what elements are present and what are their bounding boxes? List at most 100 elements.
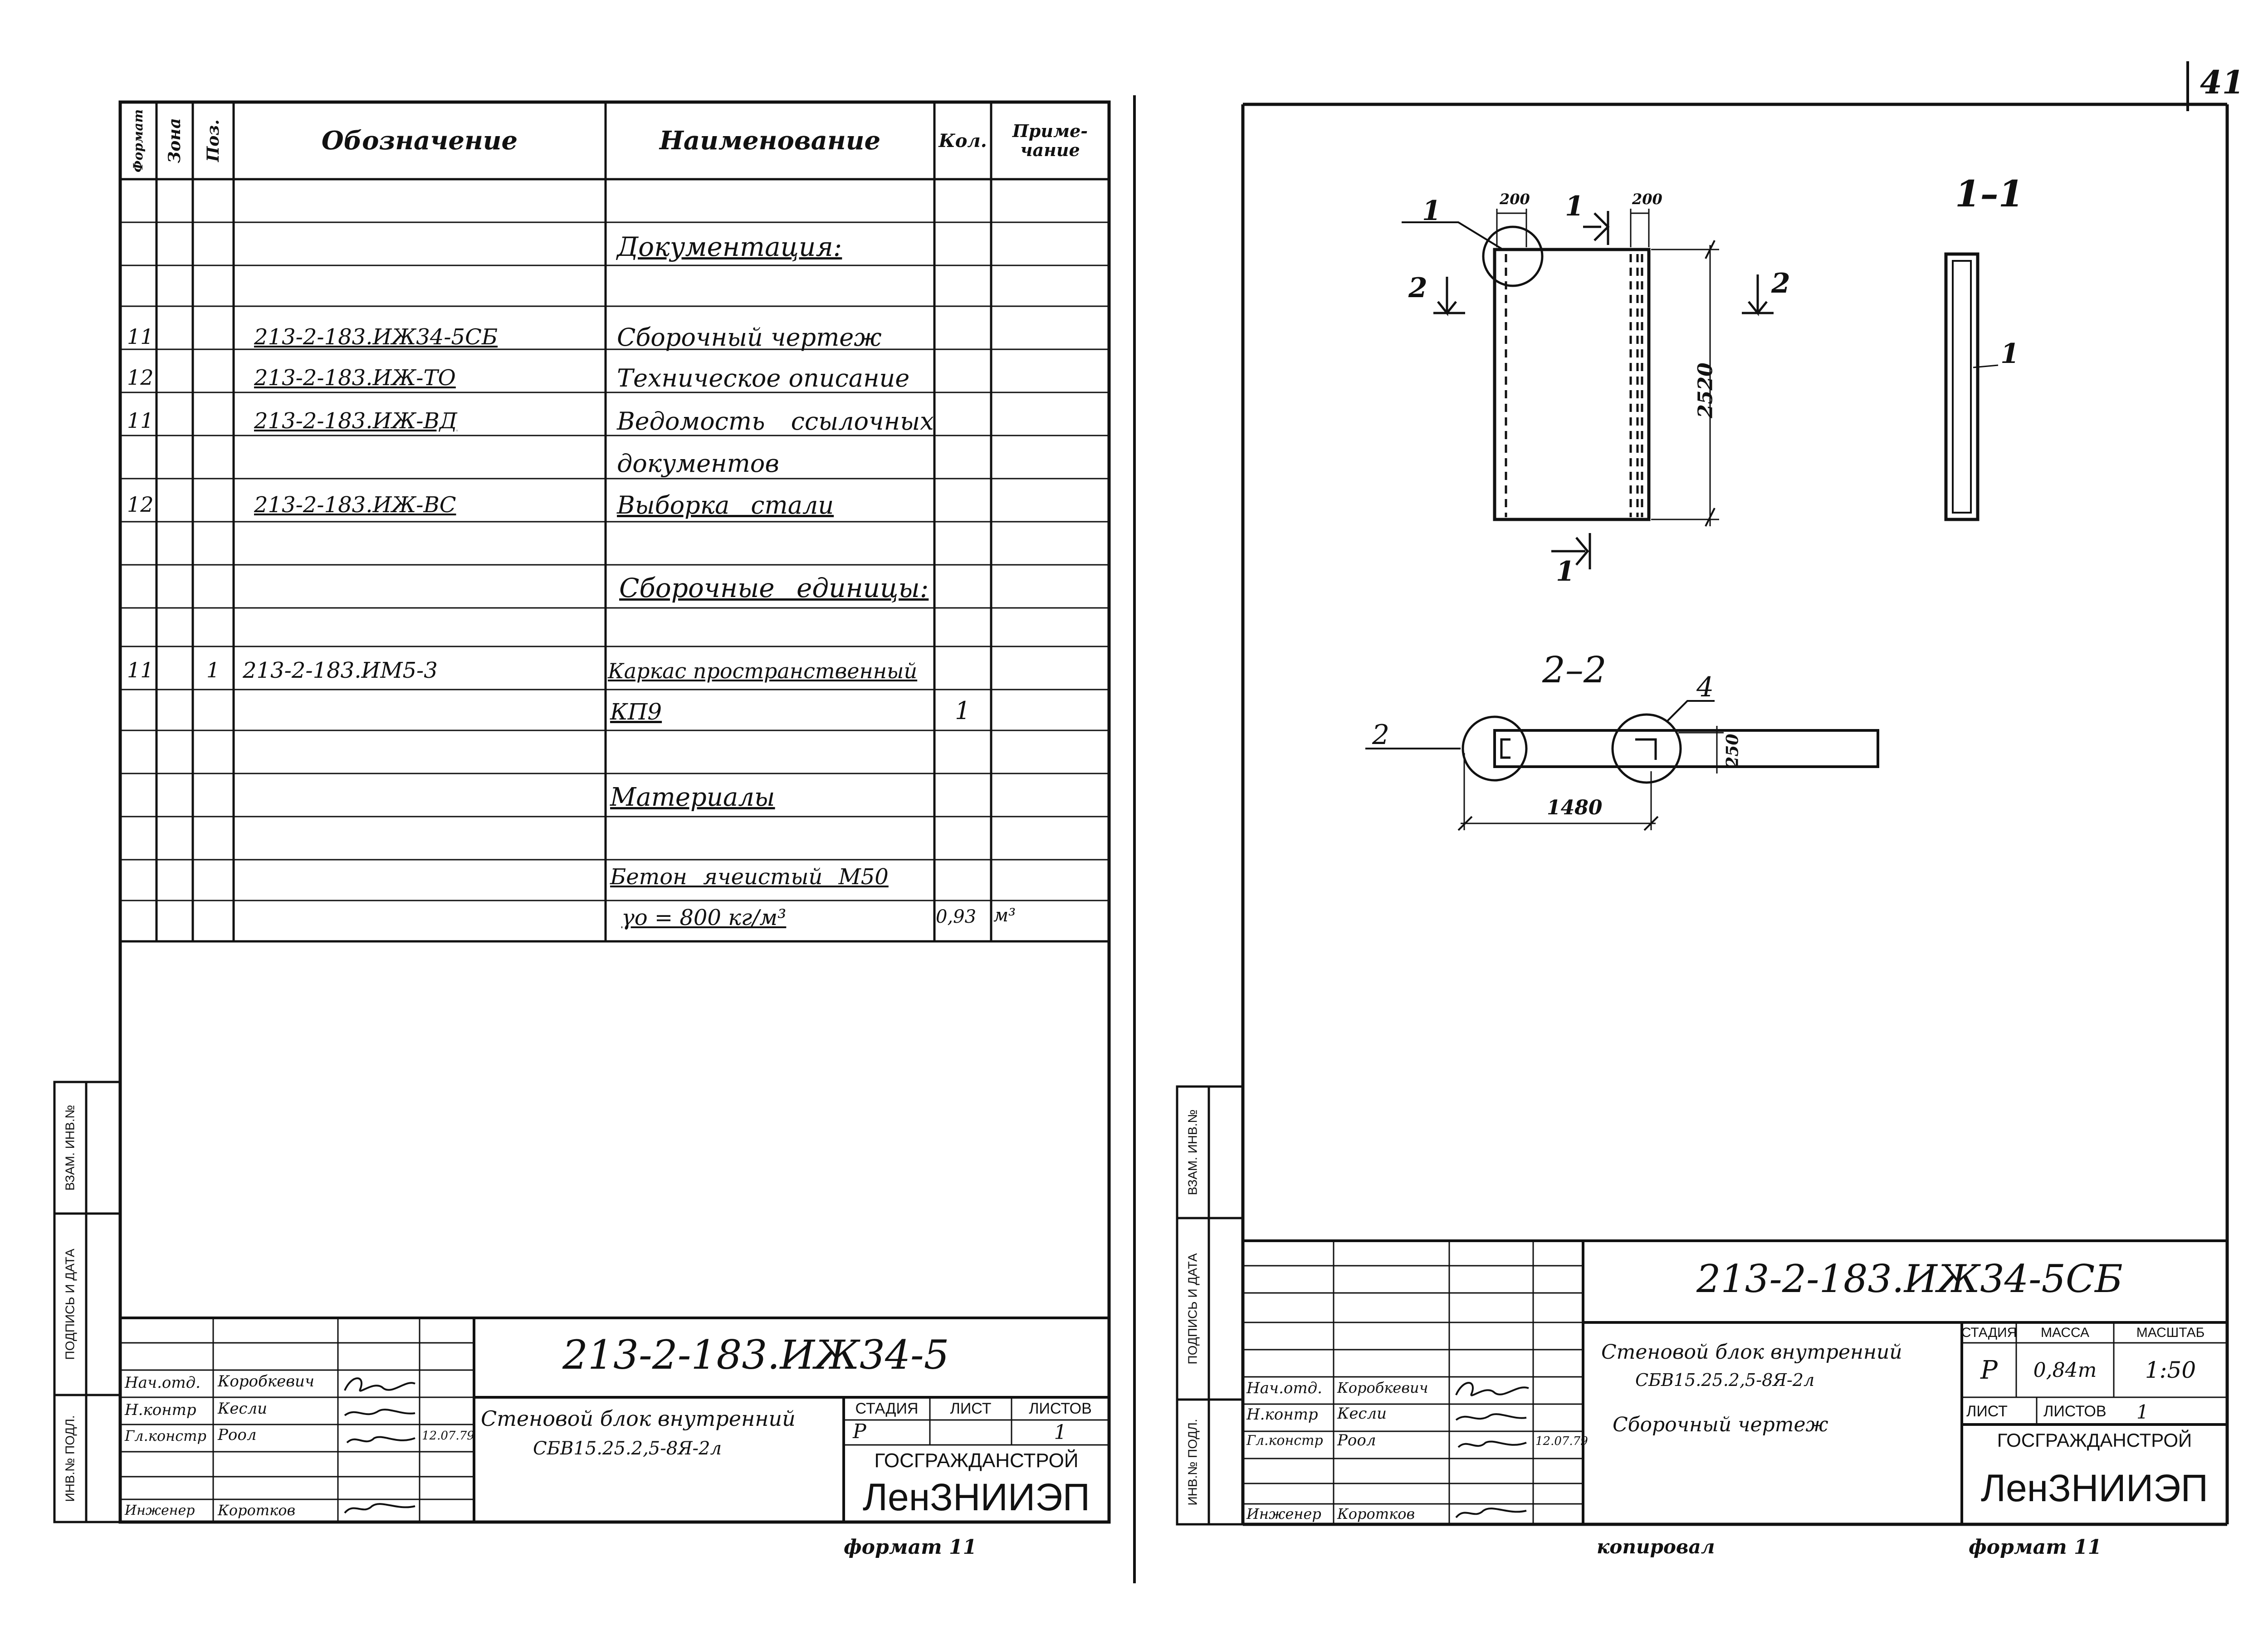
left-signer-name: Роол [218,1426,257,1444]
page-number-rule [2186,61,2189,111]
front-view-block [1493,248,1651,521]
row-format: 12 [127,492,154,517]
right-sheets-label: ЛИСТОВ [2043,1403,2107,1420]
row-name: Документация: [617,231,842,262]
header-note: Приме-чание [1012,121,1088,160]
left-signatures [344,1377,415,1514]
header-name: Наименование [659,126,881,156]
row-designation: 213-2-183.ИЖ34-5СБ [254,324,498,350]
dim-200-left: 200 [1500,191,1530,208]
dim-250: 250 [1723,734,1742,768]
right-side-stamp-inv-podl: ИНВ.№ ПОДЛ. [1186,1418,1200,1506]
right-signer-name: Коробкевич [1337,1379,1428,1396]
right-format-note: формат 11 [1969,1536,2102,1559]
sheet-separator [1133,95,1136,1583]
left-org1: ГОСГРАЖДАНСТРОЙ [874,1449,1079,1472]
row-name: Сборочный чертеж [617,323,882,352]
right-scale-label: МАСШТАБ [2136,1325,2205,1340]
left-signer-role: Нач.отд. [125,1374,200,1392]
right-mass-label: МАССА [2040,1325,2090,1340]
label-cut1-top: 1 [1565,191,1584,222]
section-1-1-rect [1944,252,1980,521]
left-signer-name: Коротков [218,1502,296,1519]
section-2-2-rect [1493,729,1879,768]
left-title-code: 213-2-183.ИЖ34-5 [562,1331,949,1378]
label-pos-2: 2 [1372,719,1390,751]
row-qty: 0,93 [936,906,977,927]
right-stage-label: СТАДИЯ [1961,1325,2017,1340]
row-note: м³ [993,905,1016,926]
row-designation: 213-2-183.ИЖ-ВД [254,408,457,434]
side-stamp-inv-podl: ИНВ.№ ПОДЛ. [63,1415,77,1502]
dim-1480: 1480 [1547,796,1603,819]
side-stamp-vzam: ВЗАМ. ИНВ.№ [63,1105,77,1191]
left-date: 12.07.79 [422,1429,474,1443]
left-sheets: 1 [1054,1421,1067,1444]
row-qty: 1 [955,696,971,725]
right-title-name2: СБВ15.25.2,5-8Я-2л [1635,1370,1815,1390]
row-format: 11 [127,324,154,349]
right-scale: 1:50 [2145,1357,2196,1383]
side-stamp-podpis: ПОДПИСЬ И ДАТА [63,1248,77,1360]
left-sheet-label: ЛИСТ [950,1400,992,1417]
row-designation: 213-2-183.ИЖ-ТО [254,365,456,391]
right-stage: Р [1980,1355,1998,1385]
right-side-stamp-podpis: ПОДПИСЬ И ДАТА [1186,1253,1200,1365]
left-signer-name: Коробкевич [218,1372,315,1390]
left-org2: ЛенЗНИИЭП [862,1475,1090,1518]
detail-circle-4 [1611,713,1682,784]
row-name: Материалы [610,783,775,812]
left-title-name1: Стеновой блок внутренний [481,1406,796,1431]
right-signer-role: Гл.констр [1246,1433,1323,1449]
left-stage: Р [853,1420,866,1443]
row-name: Каркас пространственный [608,659,918,683]
right-sheet-frame [1176,103,2229,1526]
row-designation: 213-2-183.ИЖ-ВС [254,492,456,518]
right-sheet-label: ЛИСТ [1966,1403,2008,1420]
right-signer-role: Н.контр [1246,1405,1318,1424]
dim-200-right: 200 [1632,191,1662,208]
right-signer-name: Коротков [1337,1505,1415,1522]
row-name: документов [617,449,779,478]
row-name: Бетон ячеистый М50 [610,864,889,890]
right-title-name1: Стеновой блок внутренний [1601,1341,1902,1364]
left-signer-name: Кесли [218,1400,268,1418]
header-zone: Зона [165,118,185,163]
header-designation: Обозначение [321,126,518,156]
label-cut1-bottom: 1 [1556,556,1575,587]
detail-circle-1 [1482,225,1544,287]
label-pos-4: 4 [1696,671,1714,703]
page-number: 41 [2200,64,2244,101]
label-cut2-left: 2 [1408,272,1427,304]
right-signer-name: Роол [1337,1431,1376,1449]
assembly-drawing [1365,209,1999,831]
right-signer-name: Кесли [1337,1405,1387,1423]
right-org2: ЛенЗНИИЭП [1980,1466,2209,1509]
row-format: 12 [127,365,154,390]
right-sheets: 1 [2136,1401,2149,1423]
row-name: КП9 [610,699,662,725]
right-mass: 0,84т [2033,1358,2097,1382]
row-name: Ведомость ссылочных [617,407,934,436]
header-qty: Кол. [938,130,987,152]
label-section-2-2: 2–2 [1542,649,1607,691]
label-cut2-right: 2 [1771,268,1790,299]
left-stage-label: СТАДИЯ [855,1400,919,1417]
row-pos: 1 [206,658,220,682]
right-title-code: 213-2-183.ИЖ34-5СБ [1696,1257,2123,1301]
row-name: Сборочные единицы: [619,573,929,603]
left-sheet-frame [53,100,1111,1524]
right-signatures [1455,1382,1529,1518]
detail-circle-2 [1461,715,1528,782]
row-format: 11 [127,658,154,682]
row-name: Техническое описание [617,364,910,392]
right-date: 12.07.79 [1535,1434,1588,1448]
row-format: 11 [127,408,154,433]
right-title-name3: Сборочный чертеж [1613,1413,1828,1436]
left-sheets-label: ЛИСТОВ [1029,1400,1092,1417]
right-signer-role: Инженер [1246,1505,1321,1522]
header-format: Формат [131,109,146,172]
row-name: Выборка стали [617,491,834,519]
label-section-1-1: 1–1 [1955,172,2024,215]
row-designation: 213-2-183.ИМ5-3 [243,658,438,683]
